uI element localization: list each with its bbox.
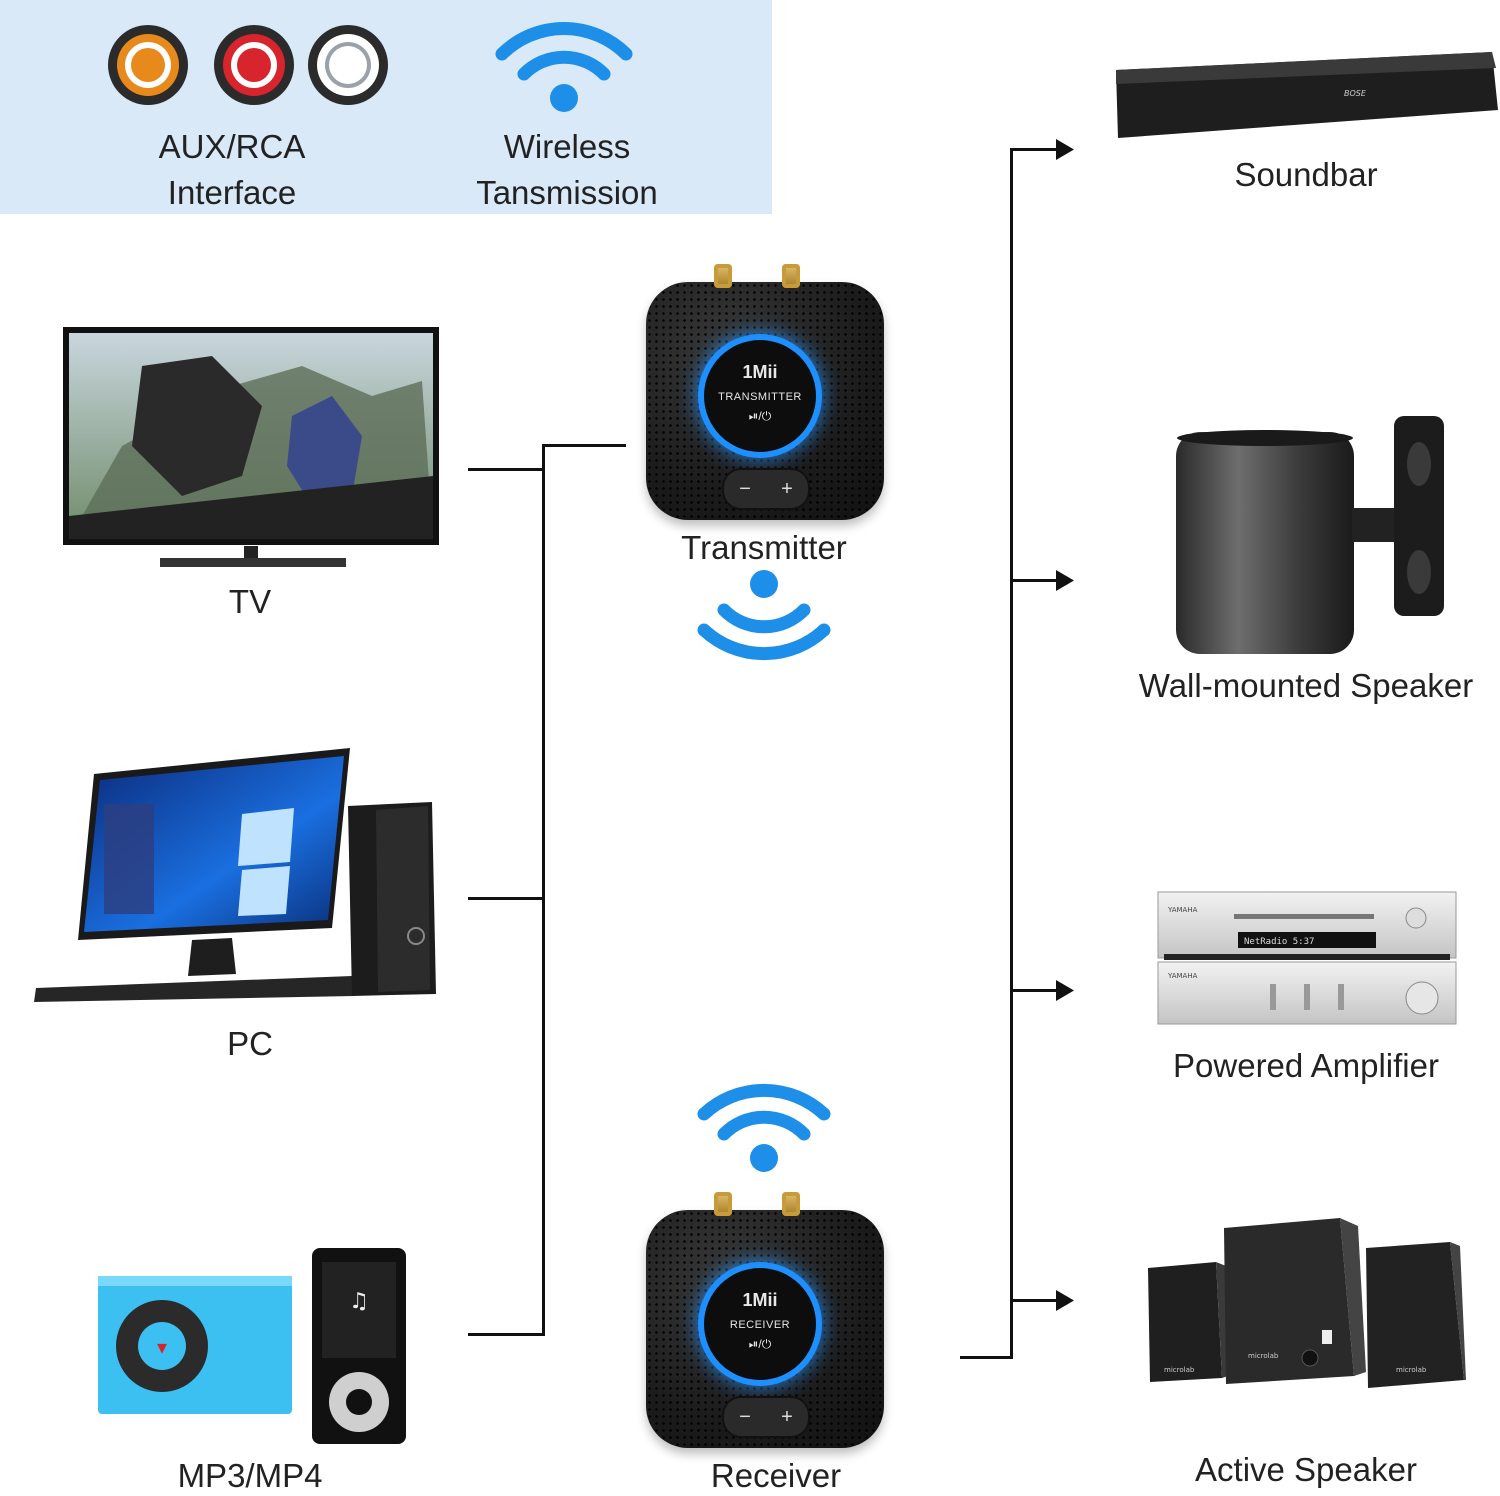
connector-mp3 (468, 1333, 544, 1336)
arrow-right-icon (1010, 980, 1074, 1001)
arrow-right-icon (1010, 1290, 1074, 1311)
minus-icon: − (739, 1405, 751, 1428)
microlab-logo-right: microlab (1396, 1366, 1427, 1374)
wall-mounted-speaker-label: Wall-mounted Speaker (1138, 667, 1474, 704)
feature-banner: AUX/RCA Interface Wireless Tansmission (0, 0, 772, 214)
soundbar-image: BOSE (1116, 52, 1498, 138)
transmitter-power-ring: 1Mii TRANSMITTER ⏯/⏻ (704, 340, 816, 452)
aux-label-line1: AUX/RCA (158, 128, 306, 165)
wireless-label-line2: Tansmission (476, 174, 658, 211)
bose-logo: BOSE (1344, 89, 1367, 98)
tv-image (63, 327, 439, 567)
rca-jack-white-icon (308, 25, 388, 105)
pc-label: PC (227, 1025, 273, 1062)
mp3-mp4-label: MP3/MP4 (177, 1457, 323, 1494)
receiver-device: 1Mii RECEIVER ⏯/⏻ − + (646, 1192, 884, 1448)
receiver-power-ring: 1Mii RECEIVER ⏯/⏻ (704, 1268, 816, 1380)
amplifier-display-text: NetRadio 5:37 (1244, 937, 1314, 947)
rca-jack-right-icon (782, 1192, 800, 1216)
receiver-brand: 1Mii (742, 1290, 778, 1310)
rca-jack-orange-icon (108, 25, 188, 105)
wall-mounted-speaker-image (1176, 416, 1444, 654)
powered-amplifier-image: NetRadio 5:37 YAMAHA YAMAHA (1157, 891, 1457, 1025)
svg-text:♫: ♫ (349, 1289, 369, 1314)
mp3-mp4-image: ▾ ♫ (98, 1248, 406, 1444)
connector-pc (468, 897, 544, 900)
receiver-volume-rocker: − + (722, 1396, 810, 1438)
wireless-label: Wireless Tansmission (462, 124, 672, 216)
connector-tv (468, 468, 544, 471)
transmitter-device: 1Mii TRANSMITTER ⏯/⏻ − + (646, 264, 884, 520)
rca-jack-red-icon (214, 25, 294, 105)
aux-label-line2: Interface (167, 174, 297, 211)
receiver-play-power-icon: ⏯/⏻ (748, 1337, 772, 1351)
minus-icon: − (739, 477, 751, 500)
rca-jack-left-icon (714, 264, 732, 288)
soundbar-label: Soundbar (1234, 156, 1378, 193)
yamaha-logo-bottom: YAMAHA (1167, 972, 1198, 980)
aux-rca-label: AUX/RCA Interface (132, 124, 332, 216)
wifi-up-icon (697, 1083, 831, 1172)
rca-jack-right-icon (782, 264, 800, 288)
plus-icon: + (781, 477, 793, 500)
tv-label: TV (228, 583, 272, 620)
connector-right-bus (1010, 149, 1013, 1359)
active-speaker-image: microlab microlab microlab (1148, 1218, 1466, 1388)
transmitter-play-power-icon: ⏯/⏻ (748, 409, 772, 423)
wireless-label-line1: Wireless (503, 128, 631, 165)
receiver-mode-text: RECEIVER (729, 1319, 791, 1331)
transmitter-brand: 1Mii (742, 362, 778, 382)
connector-from-receiver (960, 1356, 1012, 1359)
connector-to-transmitter (542, 444, 626, 447)
pc-image (34, 748, 436, 1002)
wifi-down-icon (697, 570, 831, 661)
yamaha-logo-top: YAMAHA (1167, 906, 1198, 914)
plus-icon: + (781, 1405, 793, 1428)
connector-left-bus (542, 444, 545, 1336)
transmitter-volume-rocker: − + (722, 468, 810, 510)
rca-jack-left-icon (714, 1192, 732, 1216)
rca-jacks-icon (108, 25, 388, 105)
transmitter-mode-text: TRANSMITTER (718, 391, 802, 403)
svg-text:▾: ▾ (157, 1335, 167, 1359)
arrow-right-icon (1010, 570, 1074, 591)
wifi-icon (495, 21, 633, 112)
transmitter-label: Transmitter (681, 529, 847, 566)
receiver-label: Receiver (710, 1457, 842, 1494)
arrow-right-icon (1010, 139, 1074, 160)
microlab-logo-center: microlab (1248, 1352, 1279, 1360)
microlab-logo-left: microlab (1164, 1366, 1195, 1374)
active-speaker-label: Active Speaker (1195, 1451, 1417, 1488)
powered-amplifier-label: Powered Amplifier (1173, 1047, 1439, 1084)
